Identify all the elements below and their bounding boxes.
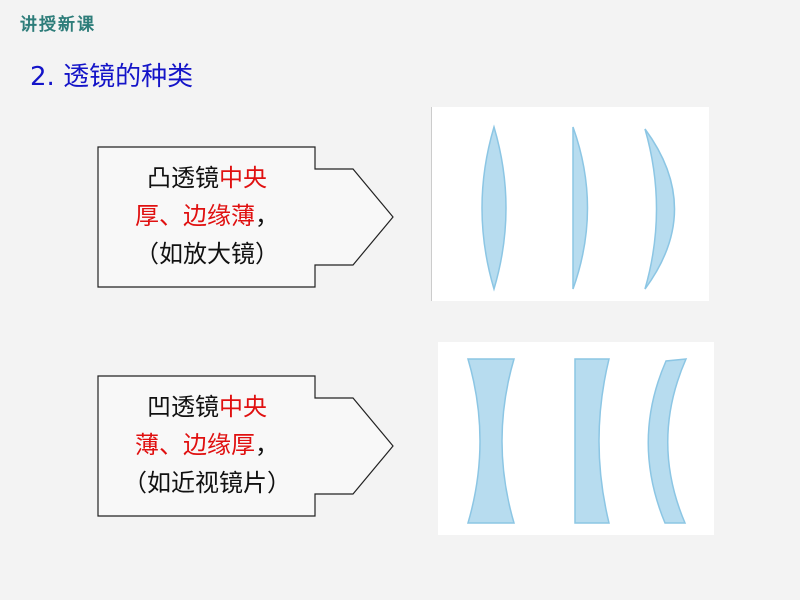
concave-arrow-shape	[97, 375, 394, 517]
header-tag: 讲授新课	[20, 15, 96, 35]
convex-highlight-1: 中央	[219, 164, 267, 192]
concave-highlight-2: 薄、边缘厚	[135, 431, 255, 459]
biconcave-lens	[466, 358, 516, 524]
concave-lens-illustration	[466, 358, 688, 524]
concave-line-2: 薄、边缘厚，	[107, 426, 307, 464]
concave-line-1: 凹透镜中央	[107, 388, 307, 426]
meniscus-convex-lens	[644, 128, 676, 290]
plano-concave-lens	[574, 358, 610, 524]
convex-name: 凸透镜	[147, 164, 219, 192]
section-title: 2. 透镜的种类	[30, 62, 194, 92]
concave-name: 凹透镜	[147, 393, 219, 421]
convex-highlight-2: 厚、边缘薄	[135, 202, 255, 230]
convex-lens-panel	[431, 107, 709, 301]
convex-comma: ，	[255, 202, 279, 230]
convex-lens-illustration	[481, 124, 676, 292]
meniscus-concave-lens	[647, 358, 688, 524]
convex-description: 凸透镜中央 厚、边缘薄， （如放大镜）	[107, 159, 307, 273]
concave-lens-panel	[438, 342, 714, 535]
concave-example: （如近视镜片）	[123, 469, 291, 497]
convex-line-2: 厚、边缘薄，	[107, 197, 307, 235]
convex-line-1: 凸透镜中央	[107, 159, 307, 197]
convex-arrow-callout: 凸透镜中央 厚、边缘薄， （如放大镜）	[97, 146, 397, 288]
concave-arrow-callout: 凹透镜中央 薄、边缘厚， （如近视镜片）	[97, 375, 397, 517]
concave-highlight-1: 中央	[219, 393, 267, 421]
plano-convex-lens	[572, 126, 589, 290]
convex-example: （如放大镜）	[135, 240, 279, 268]
biconvex-lens	[481, 124, 507, 292]
concave-comma: ，	[255, 431, 279, 459]
concave-description: 凹透镜中央 薄、边缘厚， （如近视镜片）	[107, 388, 307, 502]
convex-arrow-shape	[97, 146, 394, 288]
